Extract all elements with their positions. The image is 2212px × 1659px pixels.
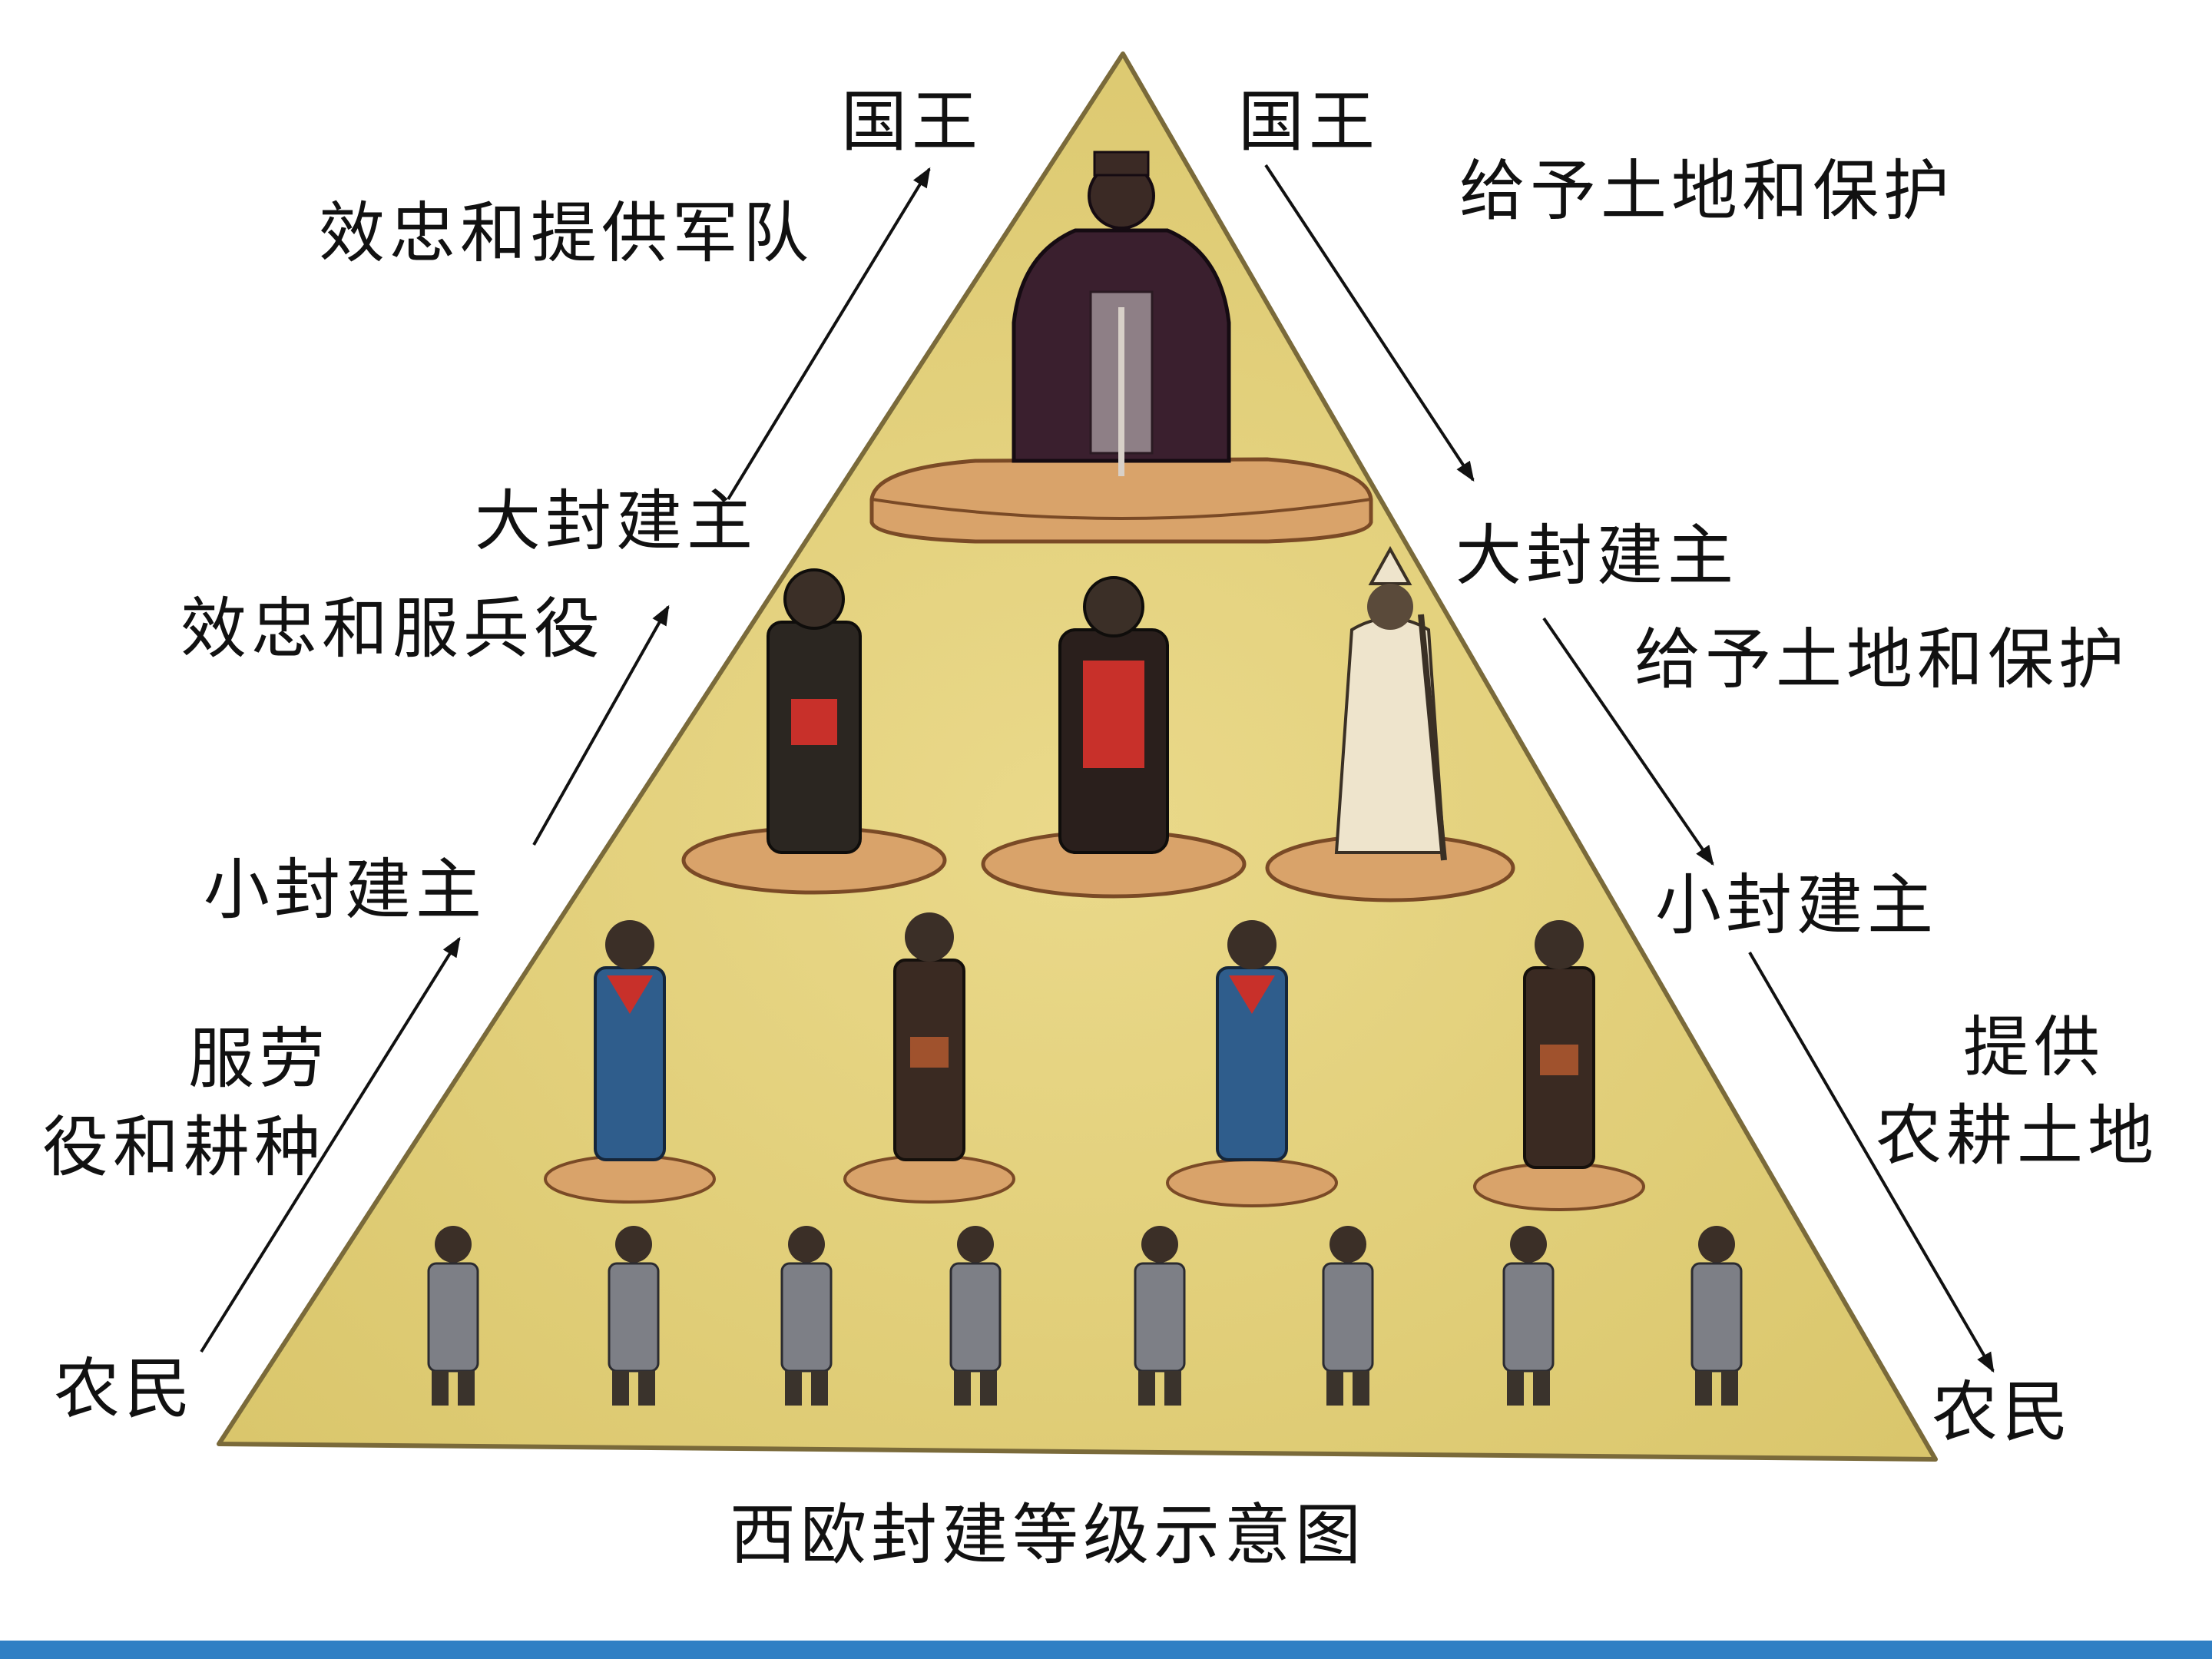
arrow-lesser-lord-to-peasant: [1748, 951, 1995, 1373]
label-peasant-left: 农民: [54, 1351, 195, 1428]
label-grant-farmland: 农耕土地: [1876, 1098, 2158, 1174]
label-duty-loyalty-troops: 效忠和提供军队: [319, 195, 813, 272]
label-great-lord-right: 大封建主: [1455, 518, 1738, 594]
arrow-great-lord-to-king: [727, 167, 931, 501]
label-duty-loyalty-service: 效忠和服兵役: [180, 591, 604, 667]
upward-duty-arrows: [200, 167, 931, 1353]
label-king-left: 国王: [841, 84, 982, 161]
label-grant-provide: 提供: [1963, 1009, 2104, 1086]
label-lesser-lord-left: 小封建主: [204, 852, 486, 929]
diagram-caption: 西欧封建等级示意图: [730, 1497, 1366, 1574]
downward-grant-arrows: [1264, 164, 1995, 1373]
great-lord-figures: [681, 545, 1515, 902]
label-grant-land-protection-1: 给予土地和保护: [1459, 153, 1954, 230]
lesser-lord-figures: [544, 912, 1645, 1211]
label-duty-labor-2: 役和耕种: [42, 1109, 325, 1186]
peasant-figures: [427, 1226, 1743, 1406]
label-peasant-right: 农民: [1932, 1374, 2073, 1451]
arrow-great-lord-to-lesser-lord: [1542, 617, 1714, 866]
label-king-right: 国王: [1238, 84, 1379, 161]
arrow-lesser-lord-to-great-lord: [532, 604, 670, 846]
arrow-peasant-to-lesser-lord: [200, 936, 461, 1353]
label-duty-labor-1: 服劳: [188, 1021, 329, 1098]
king-figure: [869, 151, 1373, 544]
label-great-lord-left: 大封建主: [475, 483, 757, 560]
label-lesser-lord-right: 小封建主: [1655, 867, 1938, 944]
label-grant-land-protection-2: 给予土地和保护: [1634, 621, 2129, 698]
arrow-king-to-great-lord: [1264, 164, 1475, 482]
bottom-accent-bar: [0, 1641, 2212, 1659]
